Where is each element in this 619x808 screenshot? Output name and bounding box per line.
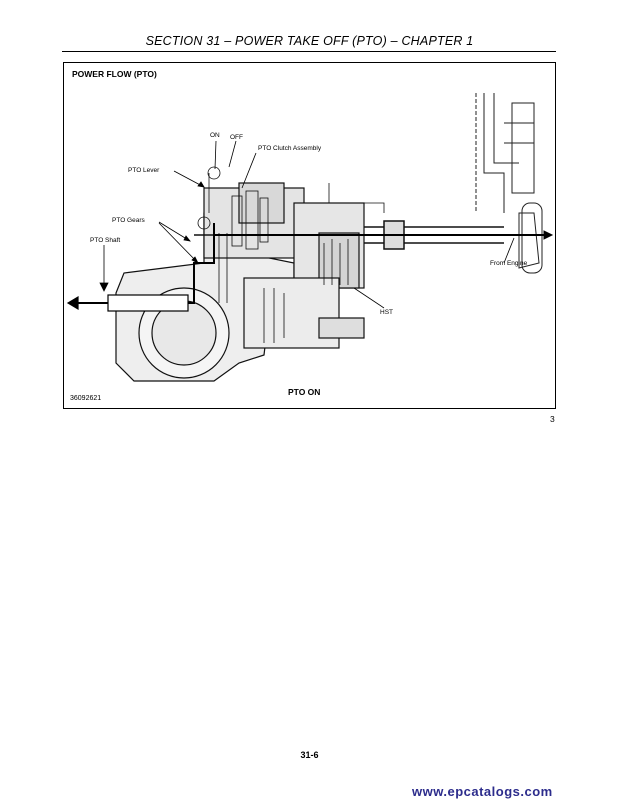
callout-pto-lever: PTO Lever [128,167,160,174]
callout-pto-clutch-assembly: PTO Clutch Assembly [258,145,322,152]
page-number: 31-6 [300,750,319,760]
figure-title: POWER FLOW (PTO) [72,69,157,79]
figure-frame: POWER FLOW (PTO) [63,62,556,409]
watermark: www.epcatalogs.com [412,784,553,799]
callout-pto-shaft: PTO Shaft [90,237,121,244]
figure-image-code: 36092621 [70,395,102,402]
figure-number: 3 [550,414,555,424]
callout-from-engine: From Engine [490,260,528,267]
section-header: SECTION 31 – POWER TAKE OFF (PTO) – CHAP… [145,34,474,48]
callout-off: OFF [230,134,243,141]
transmission-drawing [66,93,554,382]
callout-hst: HST [380,309,393,316]
callout-on: ON [210,132,220,139]
callout-pto-gears: PTO Gears [112,217,145,224]
figure-caption: PTO ON [288,387,321,397]
header-rule [62,51,556,52]
